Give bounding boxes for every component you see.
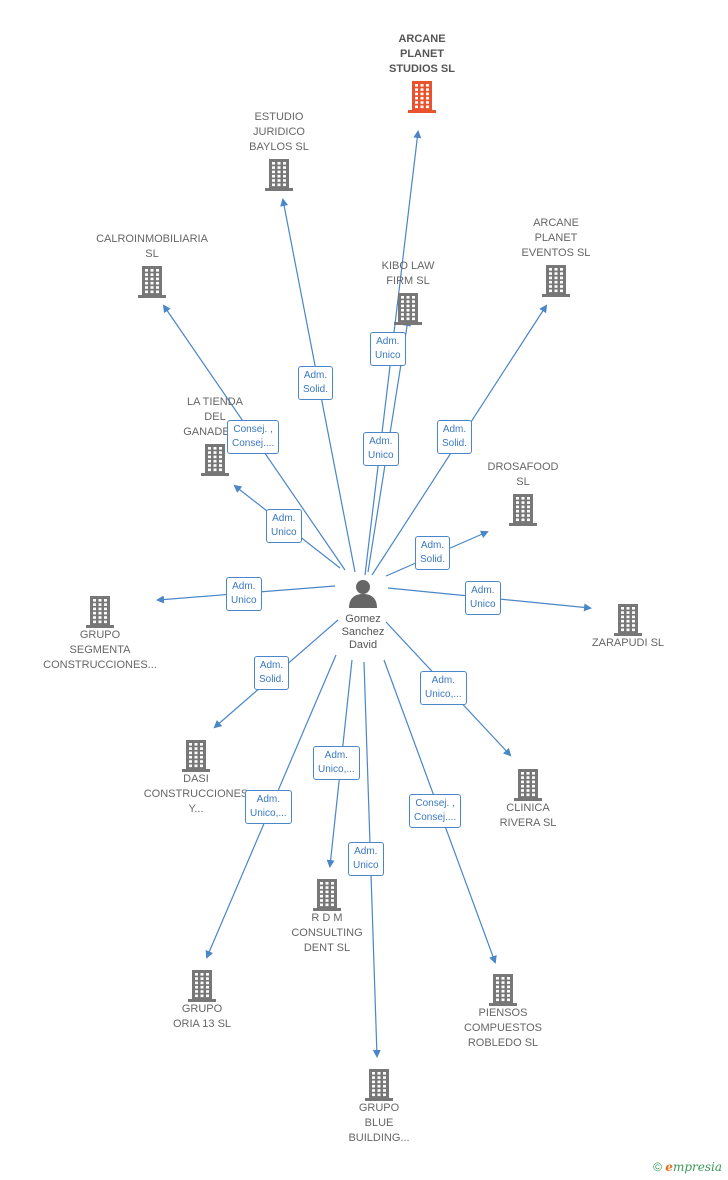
- person-icon: [349, 580, 377, 608]
- relation-label-la-tienda-del-ganadero[interactable]: Adm. Unico: [266, 509, 302, 543]
- building-icon: [86, 596, 114, 628]
- relation-label-zarapudi[interactable]: Adm. Unico: [465, 581, 501, 615]
- company-name: CALROINMOBILIARIA SL: [96, 233, 208, 260]
- relation-label-arcane-planet-studios[interactable]: Adm. Unico: [370, 332, 406, 366]
- building-icon: [408, 81, 436, 113]
- building-icon: [509, 494, 537, 526]
- company-node-grupo-oria-13[interactable]: GRUPO ORIA 13 SL: [132, 966, 272, 1032]
- company-node-dasi-construcciones[interactable]: DASI CONSTRUCCIONES Y...: [126, 736, 266, 817]
- relation-label-grupo-oria-13[interactable]: Adm. Unico,...: [245, 790, 292, 824]
- company-node-calroinmobiliaria[interactable]: CALROINMOBILIARIA SL: [82, 232, 222, 298]
- building-icon: [182, 740, 210, 772]
- building-icon: [614, 604, 642, 636]
- building-icon: [394, 293, 422, 325]
- footer-brand: © empresia: [653, 1160, 722, 1174]
- building-icon: [514, 769, 542, 801]
- copyright-symbol: ©: [653, 1160, 662, 1174]
- relation-label-clinica-rivera[interactable]: Adm. Unico,...: [420, 671, 467, 705]
- company-node-clinica-rivera[interactable]: CLINICA RIVERA SL: [458, 765, 598, 831]
- building-icon: [188, 970, 216, 1002]
- relation-label-arcane-planet-eventos[interactable]: Adm. Solid.: [437, 420, 473, 454]
- company-node-arcane-planet-studios[interactable]: ARCANE PLANET STUDIOS SL: [352, 32, 492, 113]
- building-icon: [265, 159, 293, 191]
- center-person[interactable]: Gomez Sanchez David: [333, 578, 393, 652]
- building-icon: [313, 879, 341, 911]
- company-name: ARCANE PLANET EVENTOS SL: [521, 217, 591, 259]
- relation-label-grupo-segmenta[interactable]: Adm. Unico: [226, 577, 262, 611]
- relation-label-piensos-compuestos[interactable]: Consej. , Consej....: [409, 794, 462, 828]
- relation-label-calroinmobiliaria[interactable]: Consej. , Consej....: [227, 420, 280, 454]
- building-icon: [542, 265, 570, 297]
- company-node-drosafood[interactable]: DROSAFOOD SL: [453, 460, 593, 526]
- building-icon: [138, 266, 166, 298]
- company-name: GRUPO ORIA 13 SL: [172, 1003, 232, 1030]
- company-node-arcane-planet-eventos[interactable]: ARCANE PLANET EVENTOS SL: [486, 216, 626, 297]
- relation-label-rdm-consulting[interactable]: Adm. Unico,...: [313, 746, 360, 780]
- company-name: DASI CONSTRUCCIONES Y...: [143, 773, 249, 815]
- relation-label-kibo-law-firm[interactable]: Adm. Unico: [363, 432, 399, 466]
- company-node-grupo-blue-building[interactable]: GRUPO BLUE BUILDING...: [309, 1065, 449, 1146]
- company-node-piensos-compuestos[interactable]: PIENSOS COMPUESTOS ROBLEDO SL: [433, 970, 573, 1051]
- company-name: ZARAPUDI SL: [591, 637, 665, 649]
- building-icon: [201, 444, 229, 476]
- building-icon: [489, 974, 517, 1006]
- relation-label-estudio-juridico-baylos[interactable]: Adm. Solid.: [298, 366, 334, 400]
- relation-label-drosafood[interactable]: Adm. Solid.: [415, 536, 451, 570]
- company-node-rdm-consulting[interactable]: R D M CONSULTING DENT SL: [257, 875, 397, 956]
- building-icon: [365, 1069, 393, 1101]
- company-name: KIBO LAW FIRM SL: [381, 260, 435, 287]
- relation-label-grupo-blue-building[interactable]: Adm. Unico: [348, 842, 384, 876]
- company-node-zarapudi[interactable]: ZARAPUDI SL: [558, 600, 698, 651]
- company-name: DROSAFOOD SL: [487, 461, 559, 488]
- company-name: PIENSOS COMPUESTOS ROBLEDO SL: [463, 1007, 543, 1049]
- company-name: GRUPO SEGMENTA CONSTRUCCIONES...: [43, 629, 157, 671]
- company-name: ESTUDIO JURIDICO BAYLOS SL: [249, 111, 309, 153]
- company-node-estudio-juridico-baylos[interactable]: ESTUDIO JURIDICO BAYLOS SL: [209, 110, 349, 191]
- center-person-label: Gomez Sanchez David: [341, 613, 385, 651]
- company-node-kibo-law-firm[interactable]: KIBO LAW FIRM SL: [338, 259, 478, 325]
- company-name: ARCANE PLANET STUDIOS SL: [388, 33, 455, 75]
- company-name: CLINICA RIVERA SL: [499, 802, 557, 829]
- brand-logo: empresia: [665, 1160, 722, 1174]
- company-name: R D M CONSULTING DENT SL: [291, 912, 363, 954]
- company-name: GRUPO BLUE BUILDING...: [348, 1102, 410, 1144]
- company-node-grupo-segmenta[interactable]: GRUPO SEGMENTA CONSTRUCCIONES...: [30, 592, 170, 673]
- relation-label-dasi-construcciones[interactable]: Adm. Solid.: [254, 656, 290, 690]
